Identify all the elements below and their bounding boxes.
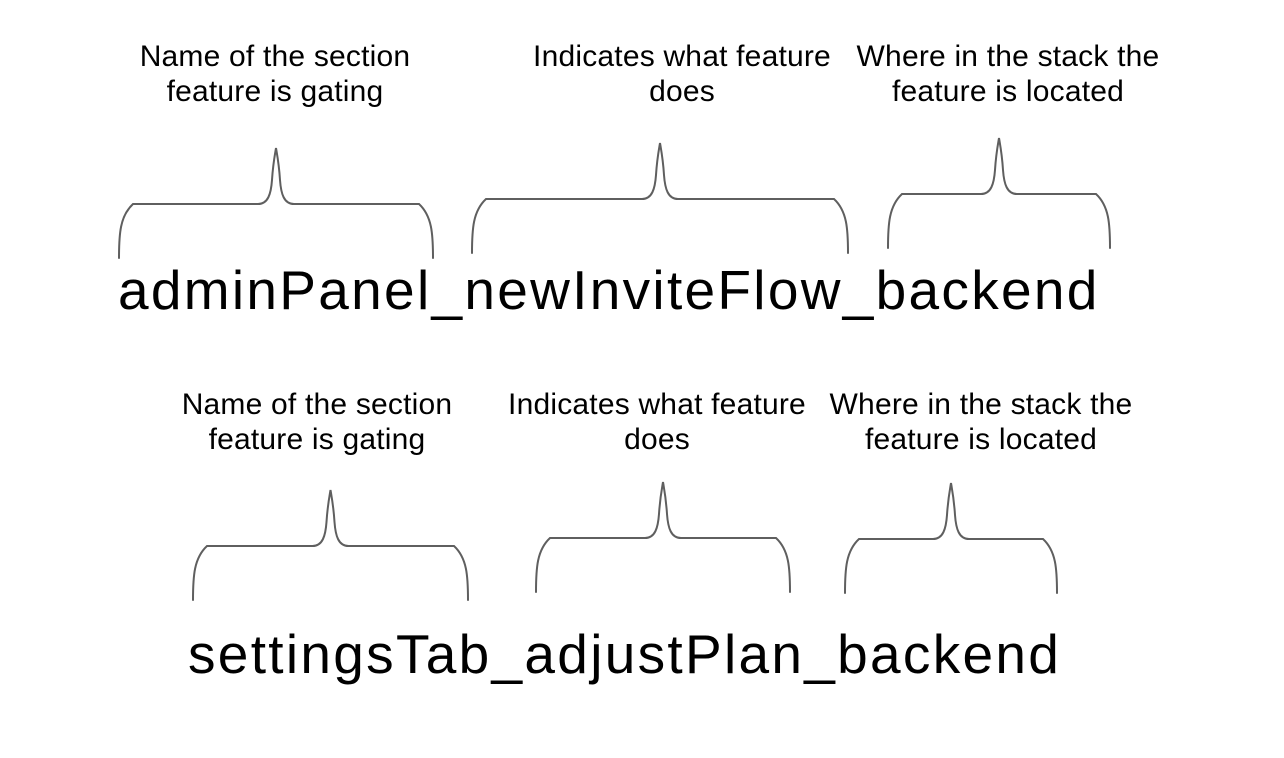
curly-brace-stack-2 [844, 482, 1058, 594]
annotation-label-section-1: Name of the section feature is gating [139, 40, 411, 108]
curly-brace-feature-2 [535, 481, 791, 593]
annotation-label-feature-2: Indicates what feature does [508, 388, 806, 456]
annotation-label-section-2: Name of the section feature is gating [181, 388, 453, 456]
curly-brace-feature-1 [471, 142, 849, 254]
curly-brace-section-1 [118, 147, 434, 259]
curly-brace-section-2 [192, 489, 469, 601]
annotation-label-stack-2: Where in the stack the feature is locate… [829, 388, 1133, 456]
flag-name-1: adminPanel_newInviteFlow_backend [118, 259, 1100, 321]
annotation-label-stack-1: Where in the stack the feature is locate… [856, 40, 1160, 108]
curly-brace-stack-1 [887, 137, 1111, 249]
flag-name-2: settingsTab_adjustPlan_backend [188, 623, 1062, 685]
annotation-label-feature-1: Indicates what feature does [533, 40, 831, 108]
